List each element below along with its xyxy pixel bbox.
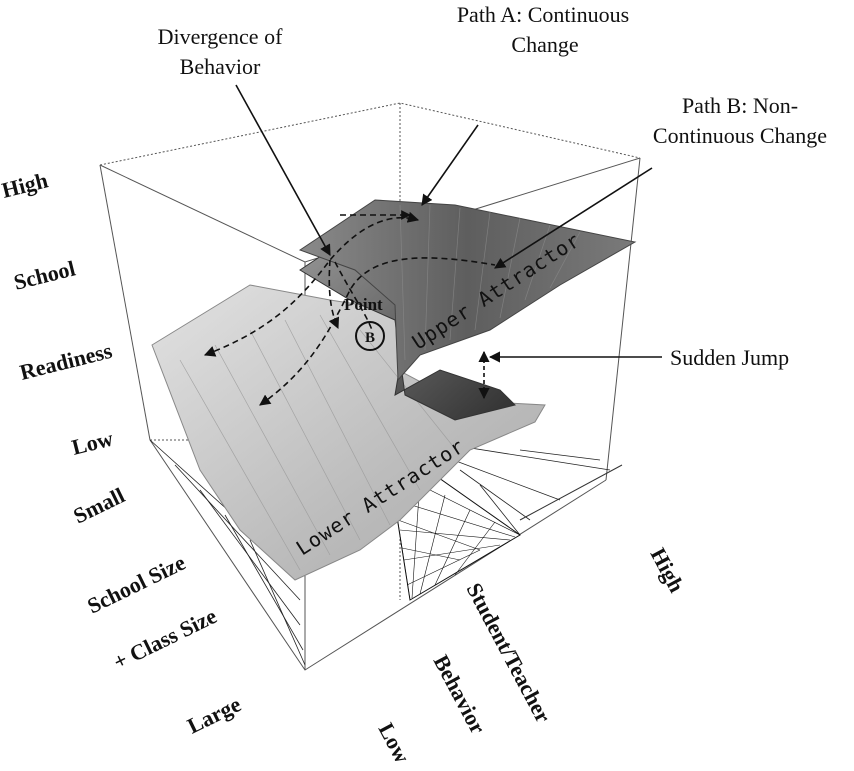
behavior-high-label: High — [646, 544, 690, 597]
path-a-label-line2: Change — [511, 32, 578, 57]
behavior-name-line1: Behavior — [429, 651, 491, 738]
control-plane-floor — [149, 439, 611, 666]
floor-axis-line — [519, 464, 623, 521]
path-b-upper-curve — [259, 257, 496, 406]
readiness-high-label: High — [0, 167, 50, 202]
divergence-label-line2: Behavior — [180, 54, 261, 79]
readiness-low-label: Low — [69, 426, 115, 460]
divergence-path-1 — [328, 259, 340, 330]
behavior-paths — [203, 211, 496, 406]
path-b-label-line1: Path B: Non- — [682, 93, 798, 118]
divergence-path-2 — [334, 261, 373, 331]
path-b-label-line2: Continuous Change — [653, 123, 827, 148]
readiness-name-line1: School — [11, 256, 78, 295]
point-label: Point — [344, 295, 383, 314]
size-name-line2: + Class Size — [109, 603, 220, 674]
point-b-marker — [355, 321, 385, 351]
point-letter: B — [365, 330, 375, 346]
path-a-label-line1: Path A: Continuous — [457, 2, 629, 27]
divergence-arrow — [235, 84, 331, 256]
path-b-arrow — [494, 167, 653, 269]
path-a-curve — [203, 211, 420, 357]
size-small-label: Small — [69, 482, 128, 528]
sudden-jump-label: Sudden Jump — [670, 345, 789, 370]
size-name-line1: School Size — [83, 550, 189, 619]
path-a-arrow — [421, 124, 479, 206]
behavior-low-label: Low — [374, 719, 416, 768]
annotation-arrows — [235, 84, 662, 363]
readiness-name-line2: Readiness — [17, 338, 115, 385]
divergence-label-line1: Divergence of — [158, 24, 283, 49]
size-large-label: Large — [183, 691, 245, 738]
